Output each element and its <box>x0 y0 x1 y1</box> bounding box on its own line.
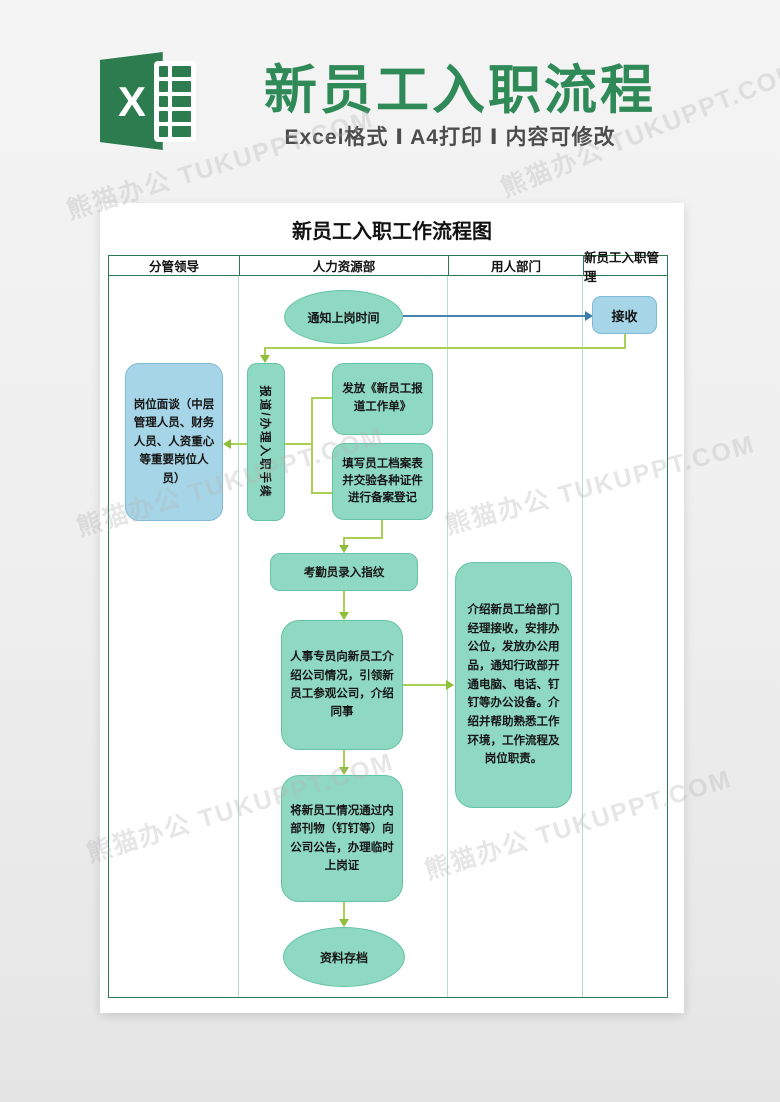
node-receive: 接收 <box>592 296 657 334</box>
connector-fill-left <box>343 537 383 539</box>
excel-logo-letter: X <box>117 78 146 125</box>
swimlane-header-row: 分管领导 人力资源部 用人部门 新员工入职管理 <box>109 251 667 284</box>
column-header-hr: 人力资源部 <box>239 256 448 275</box>
connector-bracket-to-issue <box>311 397 332 399</box>
column-header-onboard: 新员工入职管理 <box>583 251 667 284</box>
node-position-interview: 岗位面谈（中层管理人员、财务人员、人资重心等重要岗位人员） <box>125 363 223 521</box>
arrowhead-down <box>339 612 349 620</box>
connector-into-fingerprint <box>343 537 345 546</box>
arrowhead-left <box>223 439 231 449</box>
node-intro-company: 人事专员向新员工介绍公司情况，引领新员工参观公司，介绍同事 <box>281 620 403 750</box>
connector-fingerprint-down <box>343 591 345 613</box>
connector-receive-across <box>264 347 626 349</box>
connector-register-bracket-stem <box>285 443 312 445</box>
arrowhead-down <box>339 767 349 775</box>
arrowhead-down <box>339 545 349 553</box>
lane-divider <box>238 276 239 997</box>
node-register-label: 报道/办理入职手续 <box>259 385 272 499</box>
node-dept-intro: 介绍新员工给部门经理接收，安排办公位，发放办公用品，通知行政部开通电脑、电话、钉… <box>455 562 572 808</box>
column-header-leader: 分管领导 <box>148 260 199 274</box>
connector-intro-down <box>343 750 345 769</box>
connector-fill-down <box>381 520 383 539</box>
node-issue-form: 发放《新员工报道工作单》 <box>332 363 433 435</box>
connector-intro-to-dept <box>403 684 447 686</box>
arrowhead-right <box>446 680 454 690</box>
excel-logo-cover <box>100 52 163 150</box>
connector-announce-down <box>343 902 345 921</box>
connector-bracket-to-fill <box>311 492 332 494</box>
node-archive: 资料存档 <box>283 927 405 987</box>
connector-receive-down <box>624 334 626 349</box>
node-register-procedure: 报道/办理入职手续 <box>247 363 285 521</box>
connector-into-register <box>264 347 266 356</box>
node-fill-archive: 填写员工档案表并交验各种证件进行备案登记 <box>332 443 433 520</box>
excel-logo-icon: X <box>100 52 198 150</box>
column-header-dept: 用人部门 <box>448 256 583 275</box>
lane-divider <box>447 276 448 997</box>
node-notify-time: 通知上岗时间 <box>284 290 403 344</box>
node-announce: 将新员工情况通过内部刊物（钉钉等）向公司公告，办理临时上岗证 <box>281 775 403 902</box>
arrowhead-down <box>339 919 349 927</box>
connector-register-to-interview <box>230 443 247 445</box>
banner-subtitle: Excel格式 Ⅰ A4打印 Ⅰ 内容可修改 <box>284 126 616 149</box>
node-fingerprint: 考勤员录入指纹 <box>270 553 418 591</box>
flowchart-title: 新员工入职工作流程图 <box>292 221 492 243</box>
excel-logo-spreadsheet <box>153 60 197 143</box>
connector-notify-to-receive <box>403 315 588 317</box>
arrowhead-right <box>585 311 593 321</box>
swimlane-table: 分管领导 人力资源部 用人部门 新员工入职管理 <box>108 251 668 998</box>
connector-bracket-vertical <box>311 397 313 494</box>
document-page: 新员工入职工作流程图 分管领导 人力资源部 用人部门 新员工入职管理 通知上岗时… <box>100 203 684 1013</box>
banner-title: 新员工入职流程 <box>264 61 656 120</box>
lane-divider <box>582 276 583 997</box>
arrowhead-down <box>260 355 270 363</box>
